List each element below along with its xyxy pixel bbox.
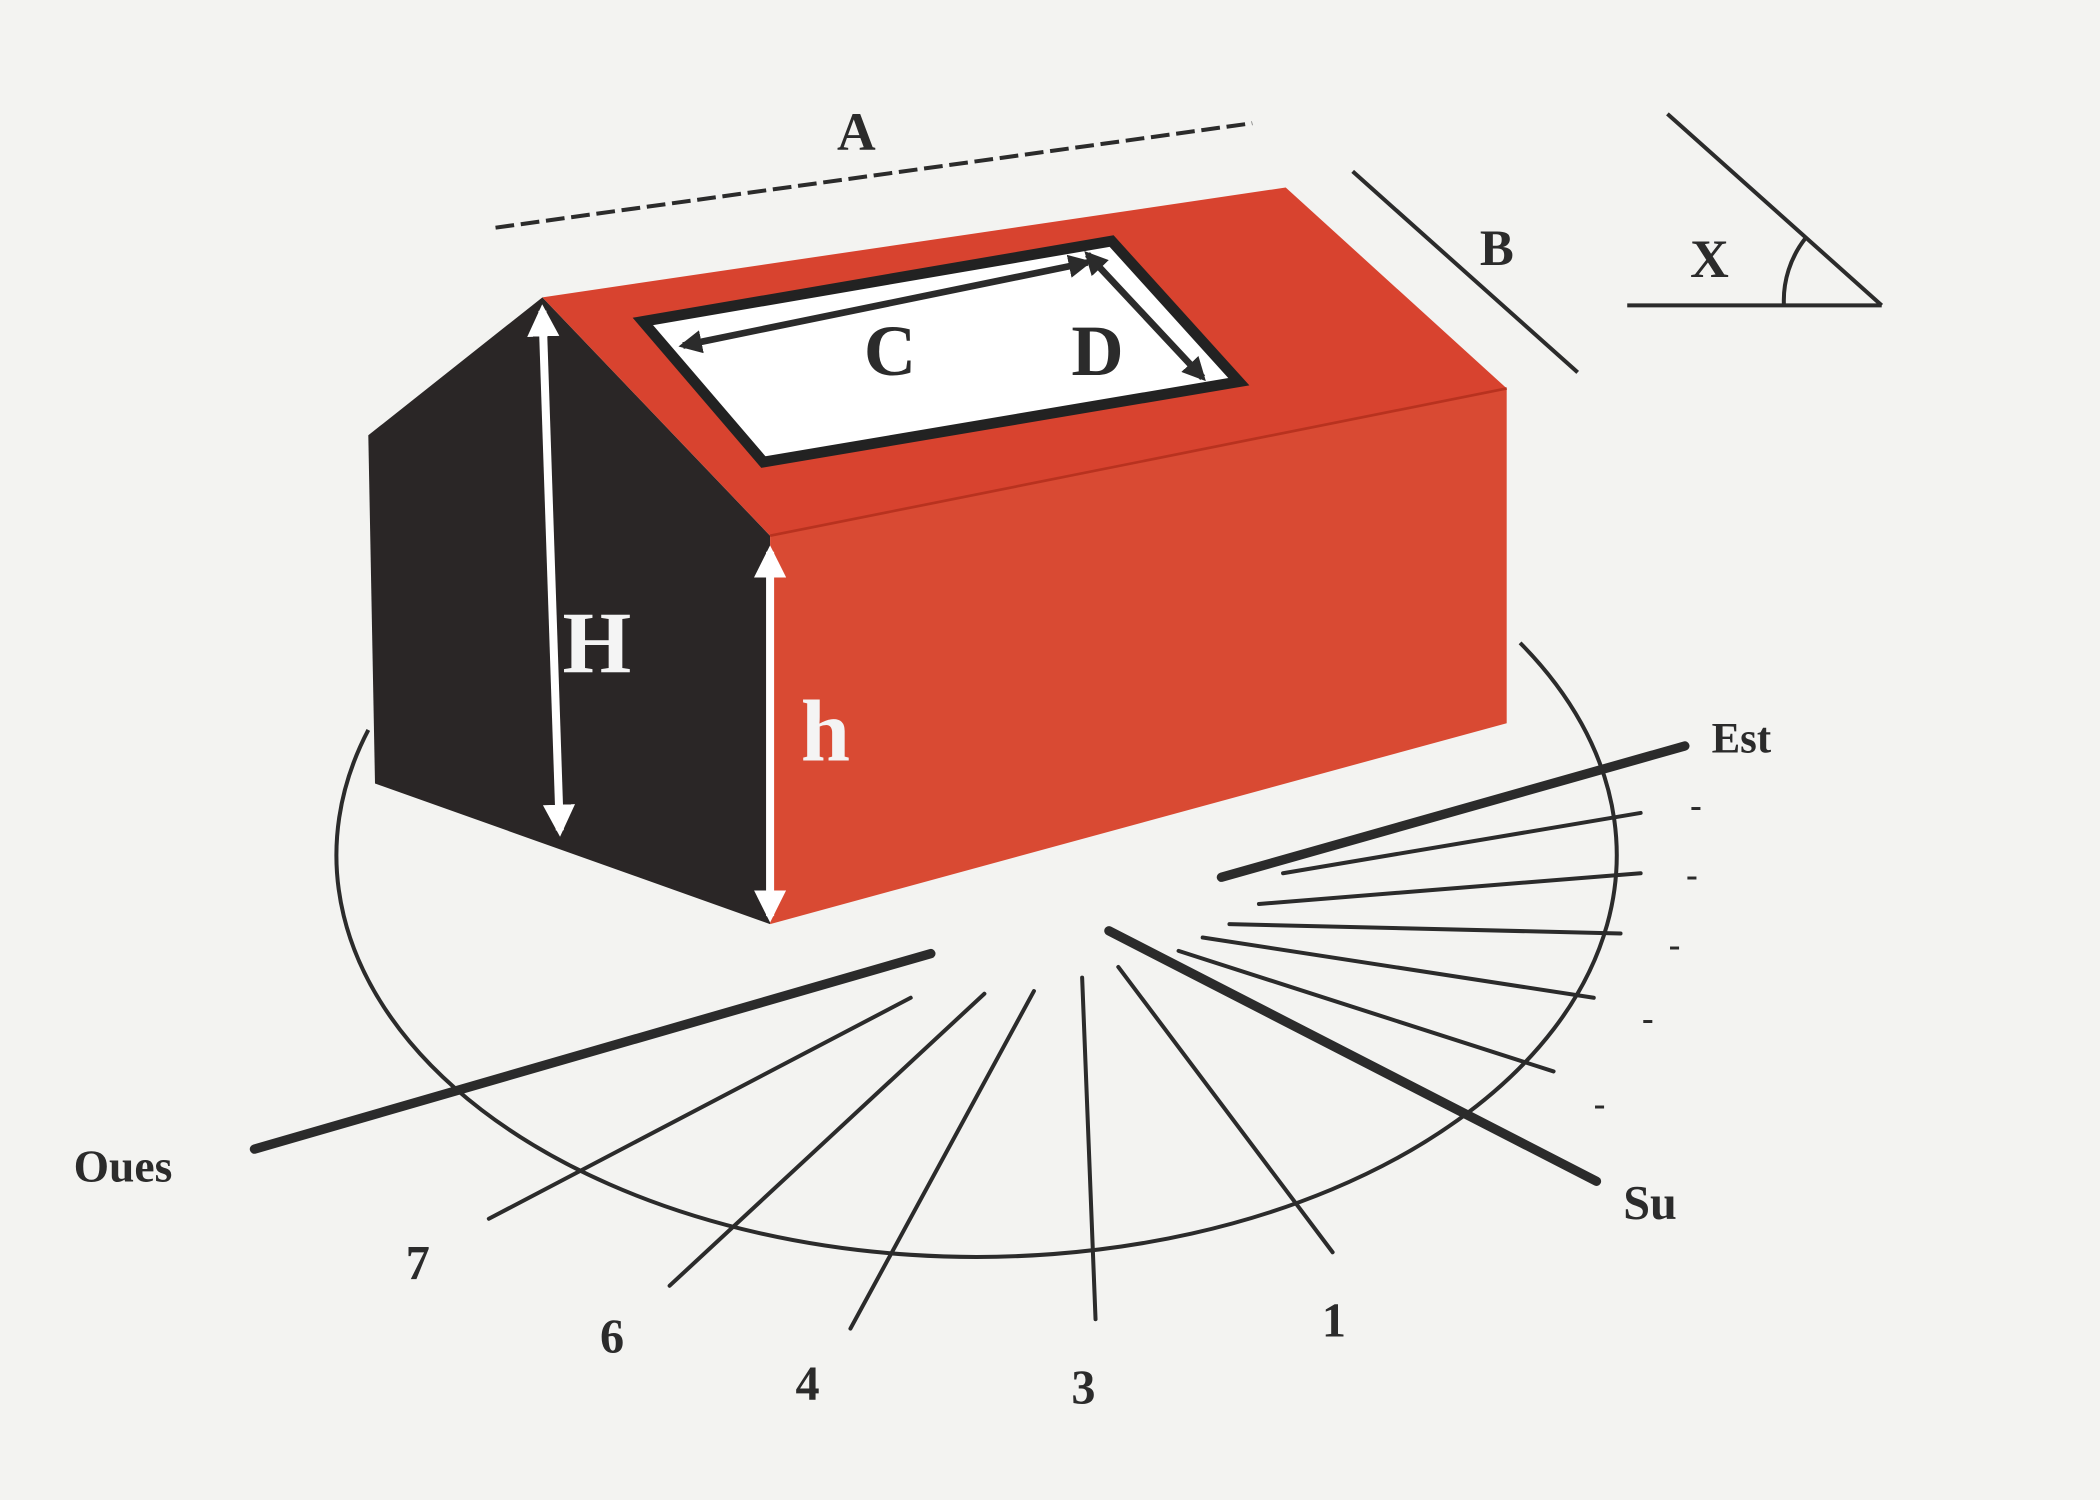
label-C: C <box>864 311 916 391</box>
tick-3: - <box>1669 925 1681 964</box>
label-X: X <box>1690 229 1729 289</box>
orientation-rays <box>249 741 1690 1331</box>
tick-5: - <box>1594 1085 1606 1124</box>
house <box>368 187 1507 925</box>
label-ray-7: 7 <box>406 1237 430 1290</box>
label-ray-6: 6 <box>600 1311 624 1364</box>
label-ray-4: 4 <box>796 1358 820 1411</box>
dimension-H-arrow <box>527 304 576 837</box>
tick-4: - <box>1642 999 1654 1038</box>
ray-south <box>1104 926 1602 1186</box>
ray-west <box>249 948 936 1154</box>
tick-1: - <box>1690 786 1702 825</box>
ray-1 <box>1116 964 1335 1255</box>
ray-4 <box>848 989 1036 1331</box>
label-A: A <box>837 102 876 162</box>
label-H: H <box>563 594 632 692</box>
roof-angle-indicator <box>1627 112 1884 308</box>
orientation-arc <box>334 641 1619 1259</box>
ray-7 <box>486 995 913 1221</box>
ray-east <box>1216 741 1690 882</box>
label-ray-1: 1 <box>1322 1295 1346 1348</box>
label-east: Est <box>1712 716 1772 763</box>
label-ray-3: 3 <box>1071 1362 1095 1415</box>
ray-3 <box>1080 975 1098 1322</box>
ray-6 <box>667 991 987 1288</box>
dimension-A-line <box>495 121 1253 230</box>
tick-2: - <box>1686 856 1698 895</box>
dimension-B-line <box>1351 169 1580 374</box>
label-D: D <box>1071 311 1123 391</box>
front-wall <box>770 388 1507 925</box>
label-west: Oues <box>74 1140 173 1191</box>
dimension-C-arrow <box>678 254 1093 354</box>
dimension-D-arrow <box>1084 251 1206 382</box>
label-B: B <box>1480 221 1514 277</box>
label-south: Su <box>1623 1177 1677 1230</box>
label-h: h <box>801 683 850 781</box>
